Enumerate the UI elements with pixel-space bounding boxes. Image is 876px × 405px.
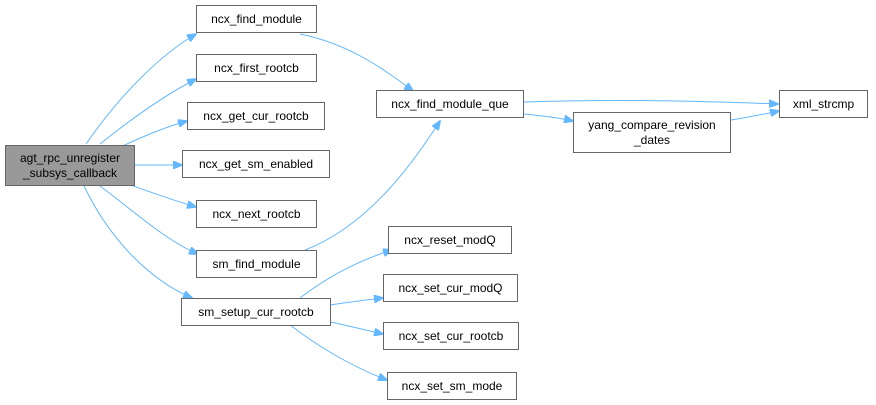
node-ncx-set-cur-rootcb[interactable]: ncx_set_cur_rootcb <box>383 322 519 350</box>
node-yang-compare-revision-dates[interactable]: yang_compare_revision _dates <box>573 112 731 153</box>
node-label: xml_strcmp <box>792 96 855 111</box>
edge-setup-set-cur-rootcb <box>329 321 383 334</box>
node-label-line2: _dates <box>633 132 671 147</box>
edge-root-ncx-next-rootcb <box>124 182 196 207</box>
node-label: ncx_reset_modQ <box>404 232 496 247</box>
node-label: ncx_get_cur_rootcb <box>203 108 309 123</box>
edge-root-ncx-get-cur-rootcb <box>117 121 187 149</box>
node-sm-setup-cur-rootcb[interactable]: sm_setup_cur_rootcb <box>181 298 331 326</box>
node-label-line1: yang_compare_revision <box>588 117 716 132</box>
root-label-line1: agt_rpc_unregister <box>19 150 121 165</box>
edge-ncx-find-module-que-a <box>299 33 413 91</box>
edge-que-xml-strcmp <box>523 101 778 104</box>
node-ncx-get-sm-enabled[interactable]: ncx_get_sm_enabled <box>182 150 330 178</box>
node-label: ncx_set_sm_mode <box>401 378 503 393</box>
edge-yang-compare-xml-strcmp <box>730 111 779 121</box>
node-xml-strcmp[interactable]: xml_strcmp <box>779 90 868 118</box>
node-agt-rpc-unregister-subsys-callback: agt_rpc_unregister _subsys_callback <box>5 145 135 186</box>
node-ncx-next-rootcb[interactable]: ncx_next_rootcb <box>196 200 317 228</box>
edge-setup-set-cur-modq <box>329 298 383 306</box>
node-label: sm_find_module <box>212 256 301 271</box>
edge-setup-reset-modq <box>299 250 392 299</box>
node-label: ncx_get_sm_enabled <box>198 156 314 171</box>
node-label: ncx_set_cur_modQ <box>398 280 503 295</box>
node-ncx-set-cur-modq[interactable]: ncx_set_cur_modQ <box>383 274 518 302</box>
node-label: sm_setup_cur_rootcb <box>198 304 314 319</box>
edge-que-yang-compare <box>523 113 573 121</box>
node-ncx-first-rootcb[interactable]: ncx_first_rootcb <box>196 54 317 82</box>
edge-setup-set-sm-mode <box>289 324 387 380</box>
node-ncx-reset-modq[interactable]: ncx_reset_modQ <box>388 226 512 254</box>
node-label: ncx_find_module <box>211 11 302 26</box>
node-ncx-get-cur-rootcb[interactable]: ncx_get_cur_rootcb <box>187 102 325 130</box>
node-sm-find-module[interactable]: sm_find_module <box>196 250 317 278</box>
node-label: ncx_first_rootcb <box>214 60 299 75</box>
edge-root-ncx-first-rootcb <box>99 79 196 145</box>
node-ncx-find-module[interactable]: ncx_find_module <box>196 5 317 33</box>
edge-sm-find-module-que <box>304 121 440 251</box>
node-ncx-set-sm-mode[interactable]: ncx_set_sm_mode <box>387 372 517 400</box>
edge-root-sm-find-module <box>99 185 198 254</box>
root-label-line2: _subsys_callback <box>22 165 118 180</box>
edge-root-ncx-find-module <box>85 34 196 145</box>
node-label: ncx_next_rootcb <box>212 206 301 221</box>
node-ncx-find-module-que[interactable]: ncx_find_module_que <box>376 90 524 118</box>
node-label: ncx_find_module_que <box>391 96 509 111</box>
node-label: ncx_set_cur_rootcb <box>398 328 504 343</box>
edge-root-sm-setup-cur-rootcb <box>83 185 192 298</box>
